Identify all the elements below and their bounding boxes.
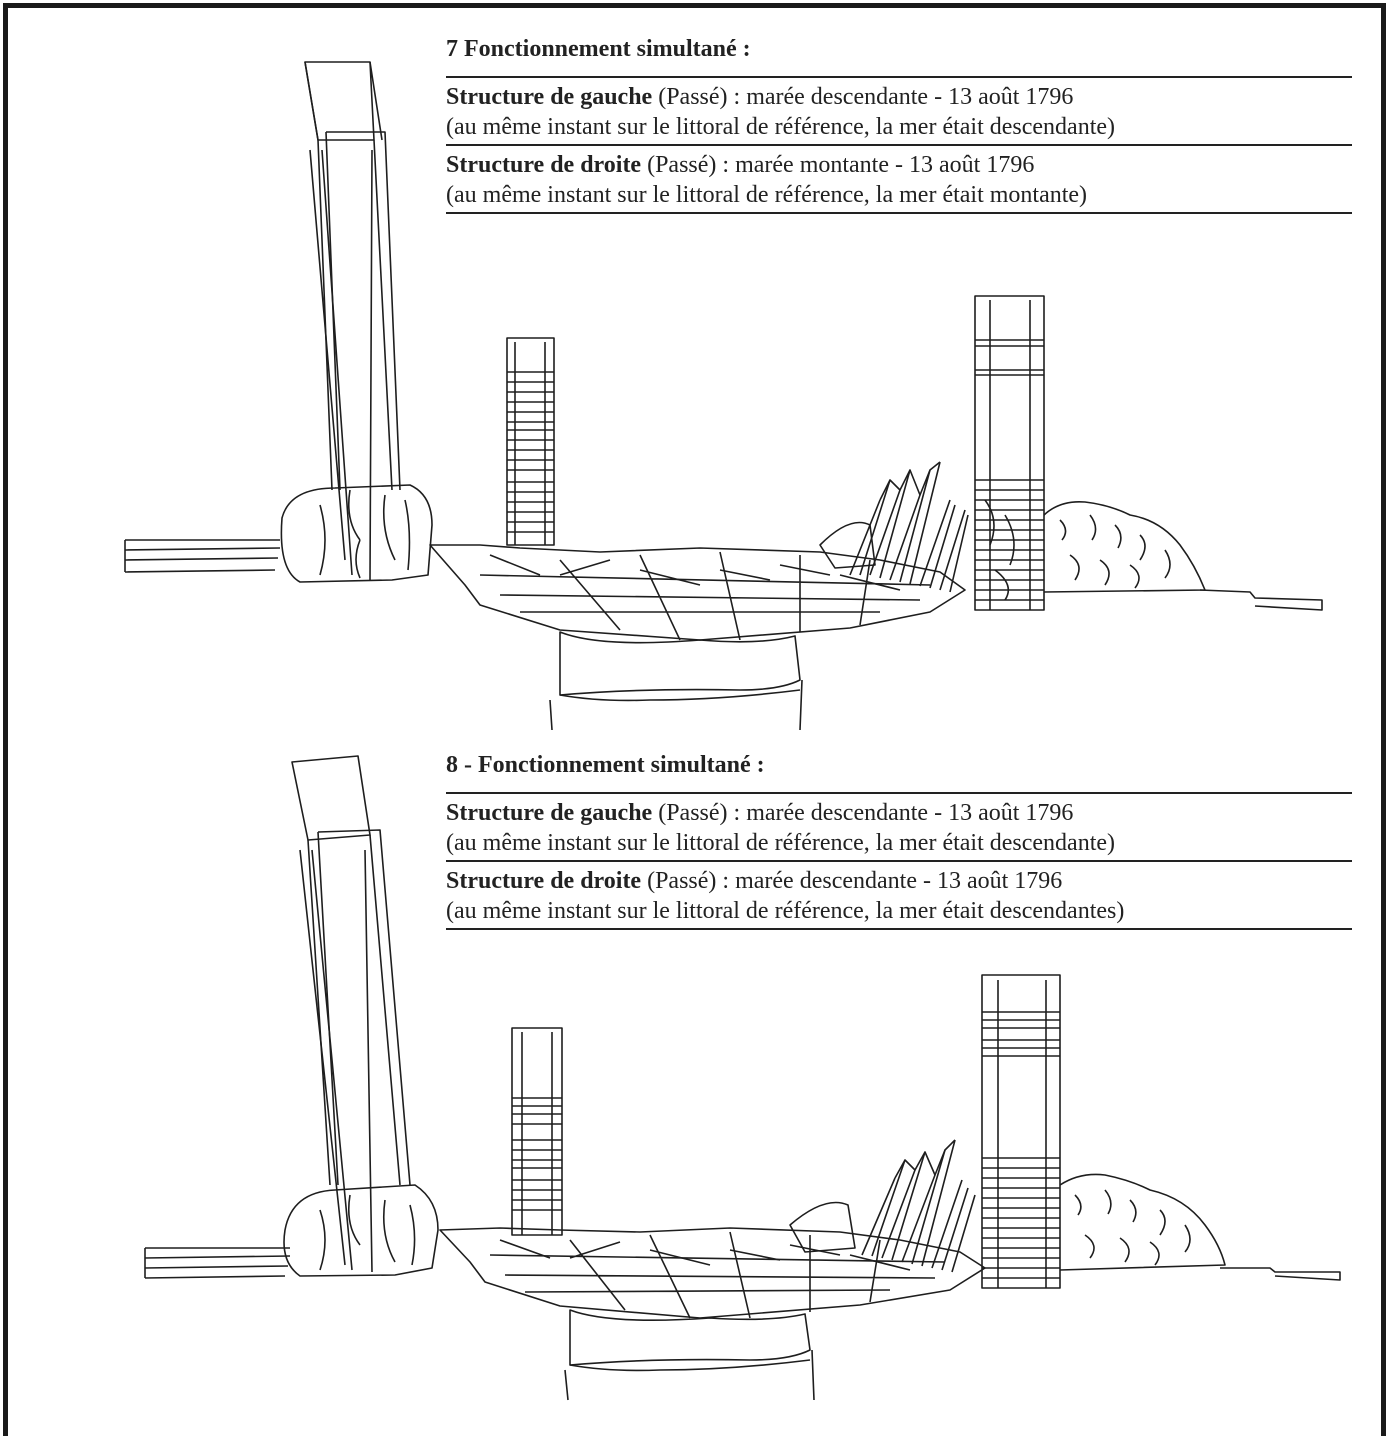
panel-8-title: 8 - Fonctionnement simultané : — [446, 752, 765, 778]
left-structure-detail: (Passé) : marée descendante - 13 août 17… — [652, 800, 1074, 826]
left-structure-note: (au même instant sur le littoral de réfé… — [446, 114, 1116, 140]
right-structure-description: Structure de droite (Passé) : marée desc… — [446, 860, 1352, 930]
right-structure-detail: (Passé) : marée montante - 13 août 1796 — [641, 152, 1035, 178]
right-structure-label: Structure de droite — [446, 152, 642, 178]
left-structure-label: Structure de gauche — [446, 84, 653, 110]
left-structure-note: (au même instant sur le littoral de réfé… — [446, 830, 1116, 856]
left-structure-description: Structure de gauche (Passé) : marée desc… — [446, 792, 1352, 860]
right-structure-note: (au même instant sur le littoral de réfé… — [446, 182, 1088, 208]
right-column — [982, 975, 1060, 1288]
center-boulder — [790, 1203, 855, 1253]
right-column — [975, 296, 1044, 610]
left-rock — [281, 485, 432, 582]
platform — [440, 1228, 985, 1318]
ground-lines — [125, 540, 1322, 610]
pedestal — [550, 632, 802, 730]
right-structure-label: Structure de droite — [446, 868, 642, 894]
panel-8-caption: 8 - Fonctionnement simultané : Structure… — [446, 752, 1352, 930]
hatched-fins — [862, 1140, 975, 1272]
pedestal — [565, 1310, 814, 1400]
left-structure-description: Structure de gauche (Passé) : marée desc… — [446, 76, 1352, 144]
panel-7-title: 7 Fonctionnement simultané : — [446, 36, 751, 62]
right-rubble — [1060, 1174, 1225, 1270]
center-column — [512, 1028, 562, 1235]
hatched-fins — [850, 462, 968, 592]
panel-7-caption: 7 Fonctionnement simultané : Structure d… — [446, 36, 1352, 214]
tide-structures-sketch-7 — [0, 0, 1397, 740]
left-structure-detail: (Passé) : marée descendante - 13 août 17… — [652, 84, 1074, 110]
center-column — [507, 338, 554, 545]
figure-frame — [3, 3, 1386, 1436]
left-structure-label: Structure de gauche — [446, 800, 653, 826]
left-rock — [284, 1185, 438, 1276]
right-structure-detail: (Passé) : marée descendante - 13 août 17… — [641, 868, 1063, 894]
center-boulder — [820, 523, 875, 569]
right-rubble — [1044, 502, 1205, 592]
ground-lines — [145, 1248, 1340, 1280]
right-structure-note: (au même instant sur le littoral de réfé… — [446, 898, 1125, 924]
left-tower — [305, 62, 400, 580]
left-tower — [292, 756, 410, 1272]
right-structure-description: Structure de droite (Passé) : marée mont… — [446, 144, 1352, 214]
